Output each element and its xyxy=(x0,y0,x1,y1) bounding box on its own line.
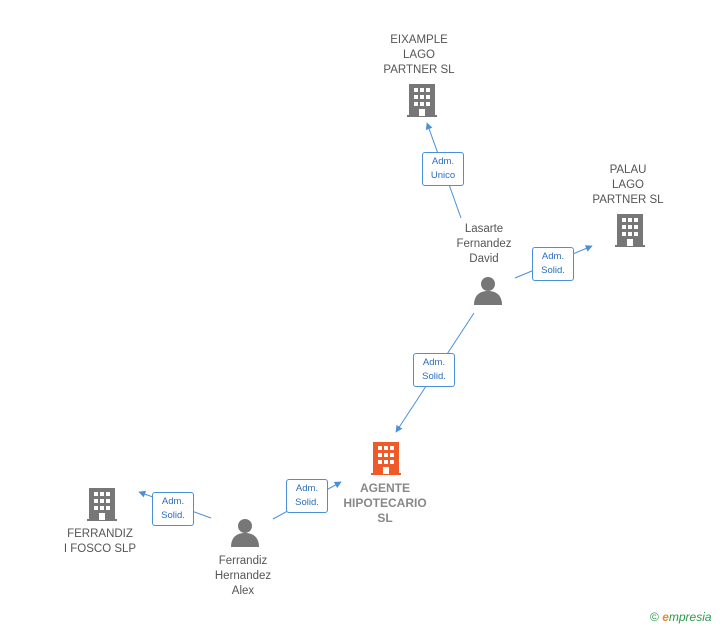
relation-line1: Adm. xyxy=(541,251,565,262)
company-label-palau[interactable]: PALAU LAGO PARTNER SL xyxy=(592,164,664,206)
relation-box-adm-unico: Adm. Unico xyxy=(422,152,464,186)
copyright-icon: © xyxy=(650,610,659,624)
empresia-watermark: © empresia xyxy=(650,610,712,624)
building-icon xyxy=(407,84,437,117)
relation-box-adm-solid-alex-agente: Adm. Solid. xyxy=(286,479,328,513)
building-icon xyxy=(615,214,645,247)
brand-initial: e xyxy=(662,610,669,624)
person-label-lasarte[interactable]: Lasarte Fernandez David xyxy=(456,223,512,265)
relation-box-adm-solid-palau: Adm. Solid. xyxy=(532,247,574,281)
building-icon xyxy=(371,442,401,475)
person-icon xyxy=(231,519,259,547)
relation-box-adm-solid-fosco: Adm. Solid. xyxy=(152,492,194,526)
company-label-ferrandiz-fosco[interactable]: FERRANDIZ I FOSCO SLP xyxy=(63,528,137,555)
person-label-ferrandiz-alex[interactable]: Ferrandiz Hernandez Alex xyxy=(214,555,272,597)
building-icon xyxy=(87,488,117,521)
relation-line2: Solid. xyxy=(422,371,446,382)
relation-line1: Adm. xyxy=(161,496,185,507)
relation-line1: Adm. xyxy=(431,156,455,167)
relation-line2: Solid. xyxy=(541,265,565,276)
relation-line1: Adm. xyxy=(422,357,446,368)
relation-box-adm-solid-agente: Adm. Solid. xyxy=(413,353,455,387)
company-label-agente[interactable]: AGENTE HIPOTECARIO SL xyxy=(343,481,427,525)
brand-rest: mpresia xyxy=(668,610,712,624)
relation-line1: Adm. xyxy=(295,483,319,494)
relation-line2: Solid. xyxy=(295,497,319,508)
person-icon xyxy=(474,277,502,305)
company-label-eixample[interactable]: EIXAMPLE LAGO PARTNER SL xyxy=(383,34,455,76)
relation-line2: Unico xyxy=(430,170,456,181)
relation-line2: Solid. xyxy=(161,510,185,521)
brand-name: empresia xyxy=(662,610,711,624)
